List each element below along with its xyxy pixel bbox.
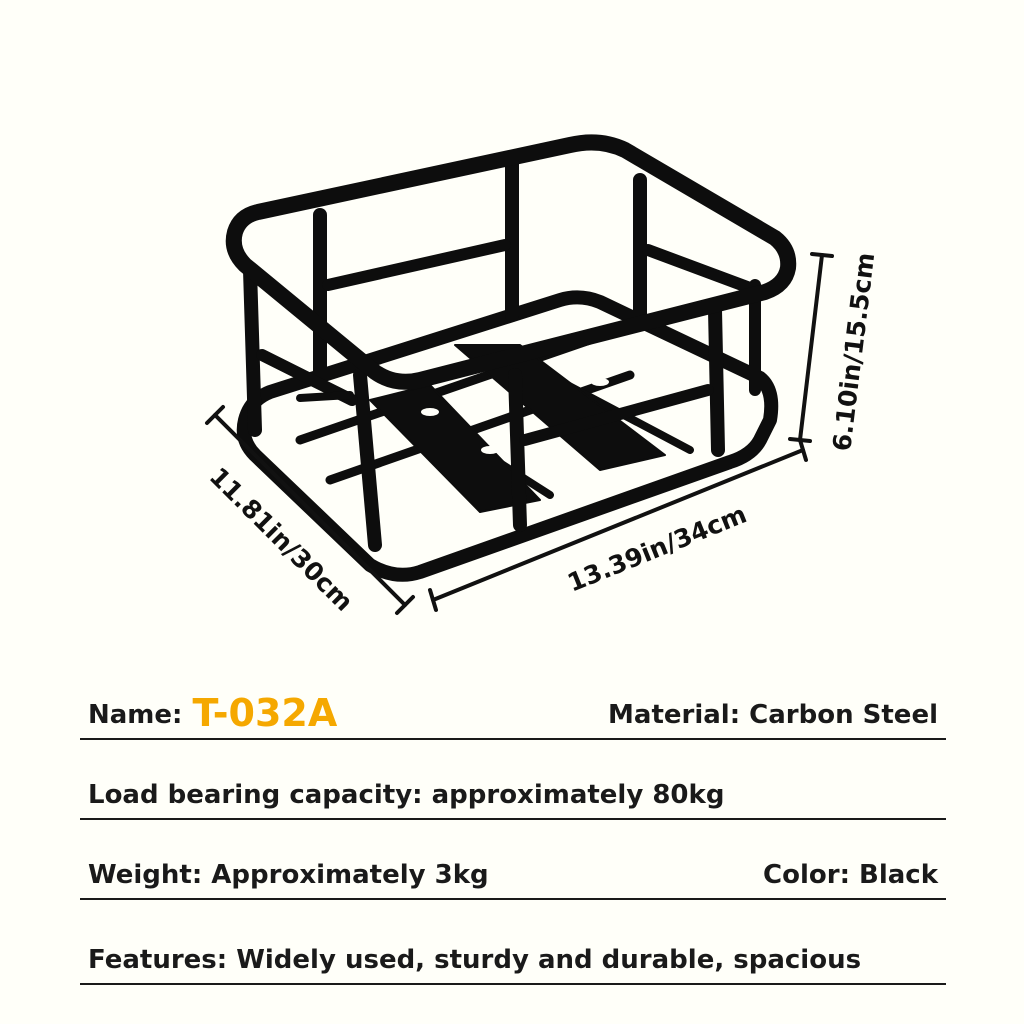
weight-spec: Weight: Approximately 3kg — [88, 860, 489, 890]
basket-frame-icon — [225, 134, 797, 582]
name-label: Name: — [88, 700, 183, 730]
spec-row-features: Features: Widely used, sturdy and durabl… — [80, 935, 946, 985]
height-dimension-label: 6.10in/15.5cm — [827, 251, 880, 453]
material-spec: Material: Carbon Steel — [608, 700, 938, 730]
dimension-lines — [205, 252, 834, 615]
spec-row-weight-color: Weight: Approximately 3kg Color: Black — [80, 850, 946, 900]
features-spec: Features: Widely used, sturdy and durabl… — [88, 945, 862, 975]
load-capacity-spec: Load bearing capacity: approximately 80k… — [88, 780, 725, 810]
spec-row-load: Load bearing capacity: approximately 80k… — [80, 770, 946, 820]
color-spec: Color: Black — [763, 860, 938, 890]
spec-row-name-material: Name: T-032A Material: Carbon Steel — [80, 690, 946, 740]
product-name: Name: T-032A — [88, 691, 338, 735]
model-number: T-032A — [192, 691, 338, 735]
basket-illustration: 11.81in/30cm 13.39in/34cm 6.10in/15.5cm — [204, 134, 880, 617]
